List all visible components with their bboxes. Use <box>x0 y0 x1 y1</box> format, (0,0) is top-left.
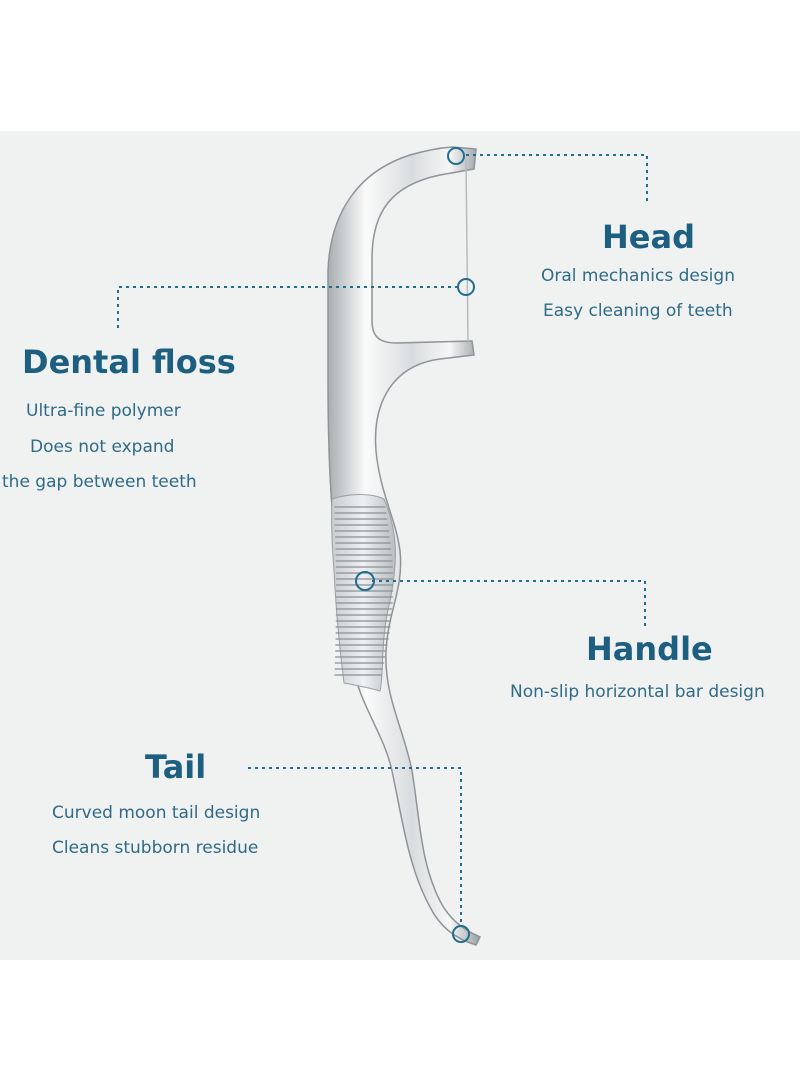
grip-area <box>331 494 396 692</box>
head-marker-dot <box>447 147 465 165</box>
handle-line-1: Non-slip horizontal bar design <box>510 682 765 702</box>
handle-marker-dot <box>355 571 375 591</box>
dental-floss-leader-line <box>117 286 458 331</box>
grip-ridges <box>334 506 394 676</box>
head-line-2: Easy cleaning of teeth <box>543 301 733 321</box>
dental-floss-line-3: the gap between teeth <box>2 472 197 492</box>
diagram-panel: Head Oral mechanics design Easy cleaning… <box>0 131 800 960</box>
floss-string <box>465 158 469 344</box>
tail-line-2: Cleans stubborn residue <box>52 838 259 858</box>
handle-title: Handle <box>586 630 713 668</box>
tail-marker-dot <box>452 925 470 943</box>
handle-leader-line <box>372 580 646 627</box>
dental-floss-line-2: Does not expand <box>30 437 175 457</box>
dental-floss-line-1: Ultra-fine polymer <box>26 401 181 421</box>
head-line-1: Oral mechanics design <box>541 266 735 286</box>
floss-pick-body <box>327 146 482 946</box>
dental-floss-title: Dental floss <box>22 343 236 381</box>
tail-line-1: Curved moon tail design <box>52 803 261 823</box>
floss-pick-illustration <box>117 146 648 946</box>
dental-floss-marker-dot <box>457 278 475 296</box>
head-leader-line <box>466 154 648 203</box>
head-title: Head <box>602 218 695 256</box>
tail-leader-line <box>248 767 462 927</box>
tail-title: Tail <box>145 748 207 786</box>
